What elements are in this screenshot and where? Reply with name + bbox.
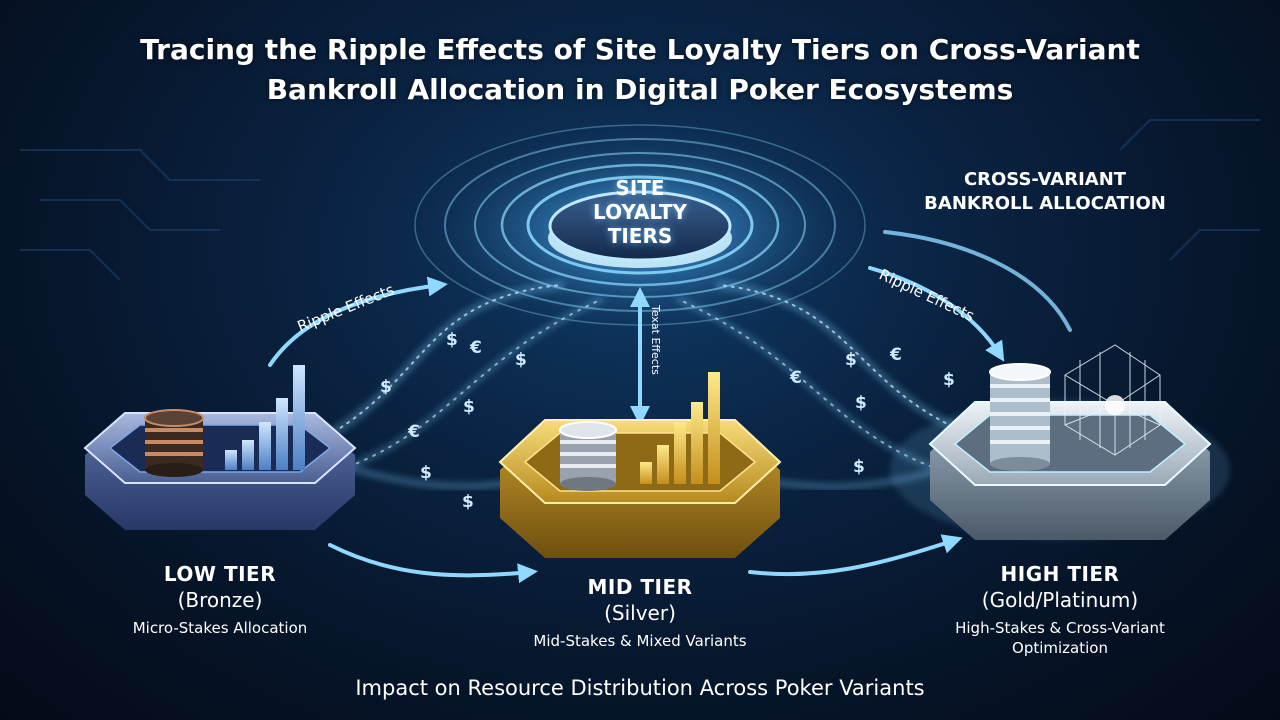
title-line-2: Bankroll Allocation in Digital Poker Eco… bbox=[266, 73, 1014, 106]
mid-tier-platform bbox=[498, 372, 782, 558]
currency-symbol: $ bbox=[943, 370, 955, 390]
center-label-line-1: SITE bbox=[615, 176, 665, 200]
ripple-arrow-right bbox=[868, 266, 1005, 362]
low-tier-desc: Micro-Stakes Allocation bbox=[132, 619, 308, 637]
high-tier-platform bbox=[890, 344, 1230, 540]
low-tier-name: LOW TIER bbox=[163, 562, 277, 586]
currency-symbol: $ bbox=[380, 377, 392, 397]
ripple-label-right: Ripple Effects bbox=[876, 265, 977, 325]
currency-symbol: € bbox=[789, 368, 802, 388]
currency-symbol: $ bbox=[420, 463, 432, 483]
low-tier-sub: (Bronze) bbox=[177, 588, 263, 612]
currency-symbol: $ bbox=[515, 350, 527, 370]
high-tier-chip-stack bbox=[989, 363, 1051, 471]
high-tier-network-graphic bbox=[1064, 344, 1161, 456]
low-tier-platform bbox=[83, 365, 357, 530]
center-label: SITE LOYALTY TIERS bbox=[555, 176, 725, 248]
page-title: Tracing the Ripple Effects of Site Loyal… bbox=[80, 30, 1200, 110]
mid-tier-sub: (Silver) bbox=[604, 601, 676, 625]
low-tier-label: LOW TIER (Bronze) Micro-Stakes Allocatio… bbox=[90, 562, 350, 638]
allocation-heading-line-2: BANKROLL ALLOCATION bbox=[924, 193, 1166, 214]
currency-symbol: $ bbox=[853, 457, 865, 477]
currency-symbol: $ bbox=[446, 330, 458, 350]
mid-tier-desc: Mid-Stakes & Mixed Variants bbox=[533, 632, 747, 650]
currency-symbol: $ bbox=[845, 350, 857, 370]
high-tier-desc-line-2: Optimization bbox=[1012, 639, 1108, 657]
ripple-label-left: Ripple Effects bbox=[295, 280, 397, 335]
footer-caption: Impact on Resource Distribution Across P… bbox=[355, 676, 925, 700]
flow-arrows bbox=[268, 230, 1072, 584]
allocation-heading-line-1: CROSS-VARIANT bbox=[963, 169, 1127, 190]
currency-symbol: $ bbox=[463, 397, 475, 417]
high-tier-desc-line-1: High-Stakes & Cross-Variant bbox=[955, 619, 1165, 637]
ripple-rings bbox=[414, 124, 866, 326]
title-line-1: Tracing the Ripple Effects of Site Loyal… bbox=[140, 33, 1140, 66]
high-tier-name: HIGH TIER bbox=[1000, 562, 1120, 586]
currency-symbols: $ $ € € $ $ $ $ € $ € $ $ $ bbox=[380, 330, 955, 512]
high-tier-label: HIGH TIER (Gold/Platinum) High-Stakes & … bbox=[920, 562, 1200, 658]
mid-tier-label: MID TIER (Silver) Mid-Stakes & Mixed Var… bbox=[490, 575, 790, 651]
currency-symbol: € bbox=[407, 422, 420, 442]
mid-tier-bar-chart bbox=[640, 372, 720, 484]
low-tier-chip-stack bbox=[144, 409, 204, 477]
currency-symbol: $ bbox=[462, 492, 474, 512]
allocation-heading: CROSS-VARIANT BANKROLL ALLOCATION bbox=[880, 168, 1210, 216]
high-tier-desc: High-Stakes & Cross-Variant Optimization bbox=[920, 618, 1200, 658]
bottom-arrow-left bbox=[328, 543, 538, 584]
mid-tier-name: MID TIER bbox=[587, 575, 693, 599]
high-tier-sub: (Gold/Platinum) bbox=[981, 588, 1139, 612]
center-disc bbox=[548, 190, 732, 268]
mid-tier-chip-stack bbox=[559, 421, 617, 491]
bottom-arrow-right bbox=[748, 534, 963, 577]
low-tier-bar-chart bbox=[225, 365, 305, 470]
center-label-line-3: TIERS bbox=[607, 224, 673, 248]
currency-symbol: $ bbox=[855, 393, 867, 413]
ripple-arrow-left bbox=[268, 276, 448, 367]
currency-symbol: € bbox=[469, 338, 482, 358]
center-label-line-2: LOYALTY bbox=[593, 200, 687, 224]
allocation-arc bbox=[883, 230, 1072, 332]
circuit-lines bbox=[20, 119, 1260, 281]
vertical-arrow-label: Texat Effects bbox=[649, 304, 662, 375]
currency-symbol: € bbox=[889, 345, 902, 365]
